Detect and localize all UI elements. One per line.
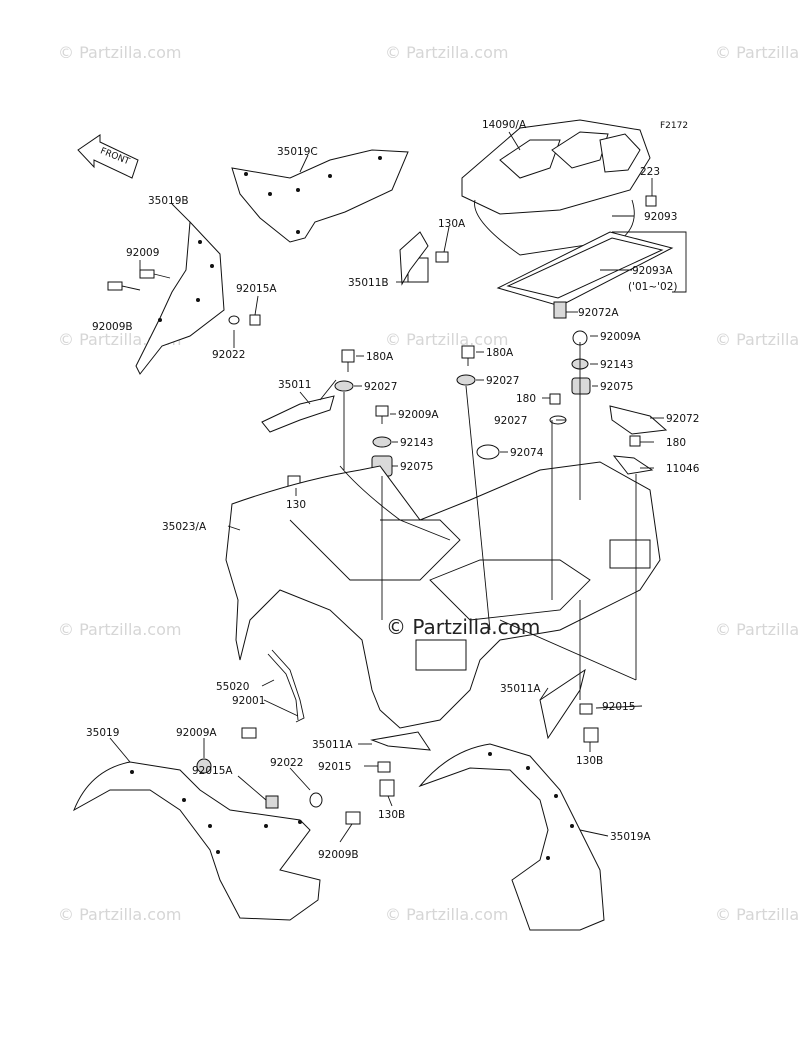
watermark-11: © Partzilla.com bbox=[715, 905, 800, 924]
label-92093a: 92093A bbox=[632, 265, 673, 277]
side-cover-35019c bbox=[231, 149, 409, 243]
label-92072a: 92072A bbox=[578, 307, 619, 319]
label-223: 223 bbox=[640, 166, 660, 178]
label-92022-bottom: 92022 bbox=[270, 757, 303, 769]
brackets bbox=[261, 231, 668, 751]
label-180a-left: 180A bbox=[366, 351, 394, 363]
label-92027-right: 92027 bbox=[494, 415, 527, 427]
label-35011a-mid: 35011A bbox=[312, 739, 353, 751]
label-92015a-bottom: 92015A bbox=[192, 765, 233, 777]
fender-extension-35019a bbox=[418, 743, 605, 931]
hardware bbox=[107, 195, 657, 825]
label-55020: 55020 bbox=[216, 681, 249, 693]
label-92027-mid: 92027 bbox=[486, 375, 519, 387]
front-arrow-icon: FRONT bbox=[77, 134, 139, 179]
label-92009a-right: 92009A bbox=[600, 331, 641, 343]
label-35019c: 35019C bbox=[277, 146, 318, 158]
label-35019a: 35019A bbox=[610, 831, 651, 843]
label-92143-right: 92143 bbox=[600, 359, 633, 371]
label-92015-mid: 92015 bbox=[318, 761, 351, 773]
diagram-code: F2172 bbox=[660, 121, 688, 131]
watermark-center: © Partzilla.com bbox=[386, 615, 540, 639]
watermark-7: © Partzilla.com bbox=[58, 620, 181, 639]
watermark-6: © Partzilla.com bbox=[715, 330, 800, 349]
label-92009b-bottom: 92009B bbox=[318, 849, 359, 861]
leader-lines bbox=[109, 131, 687, 843]
label-180-a: 180 bbox=[516, 393, 536, 405]
label-92074: 92074 bbox=[510, 447, 544, 459]
rear-storage-cover bbox=[461, 119, 674, 307]
label-35011a-right: 35011A bbox=[500, 683, 541, 695]
watermark-1: © Partzilla.com bbox=[58, 43, 181, 62]
label-92009b-top: 92009B bbox=[92, 321, 133, 333]
label-92001: 92001 bbox=[232, 695, 265, 707]
label-35011b: 35011B bbox=[348, 277, 389, 289]
label-35011: 35011 bbox=[278, 379, 311, 391]
label-92093: 92093 bbox=[644, 211, 677, 223]
part-labels: 14090/A 35019C 223 92093 35019B 130A 920… bbox=[86, 119, 700, 861]
label-35023a: 35023/A bbox=[162, 521, 207, 533]
watermark-2: © Partzilla.com bbox=[385, 43, 508, 62]
label-11046: 11046 bbox=[666, 463, 700, 475]
label-92009-top: 92009 bbox=[126, 247, 159, 259]
watermark-5: © Partzilla.com bbox=[385, 330, 508, 349]
label-92009a-bottom: 92009A bbox=[176, 727, 217, 739]
label-92009a-mid: 92009A bbox=[398, 409, 439, 421]
label-180a-mid: 180A bbox=[486, 347, 514, 359]
label-92027-left: 92027 bbox=[364, 381, 397, 393]
label-130b-mid: 130B bbox=[378, 809, 405, 821]
label-35019b: 35019B bbox=[148, 195, 189, 207]
watermark-9: © Partzilla.com bbox=[58, 905, 181, 924]
label-92072: 92072 bbox=[666, 413, 699, 425]
label-130: 130 bbox=[286, 499, 306, 511]
mudflap-55020 bbox=[267, 649, 305, 723]
rear-fender-35023a bbox=[225, 461, 661, 729]
label-92022-top: 92022 bbox=[212, 349, 245, 361]
label-92075-right: 92075 bbox=[600, 381, 633, 393]
label-92075-mid: 92075 bbox=[400, 461, 433, 473]
label-14090a: 14090/A bbox=[482, 119, 527, 131]
label-92015a-top: 92015A bbox=[236, 283, 277, 295]
watermark-3: © Partzilla.com bbox=[715, 43, 800, 62]
watermark-10: © Partzilla.com bbox=[385, 905, 508, 924]
label-92015-right: 92015 bbox=[602, 701, 635, 713]
label-92093a-years: ('01~'02) bbox=[628, 281, 678, 293]
label-130b-right: 130B bbox=[576, 755, 603, 767]
fender-extension-35019 bbox=[73, 761, 321, 921]
label-130a: 130A bbox=[438, 218, 466, 230]
bracket-35019b bbox=[135, 220, 225, 375]
label-180-b: 180 bbox=[666, 437, 686, 449]
watermarks: © Partzilla.com © Partzilla.com © Partzi… bbox=[58, 43, 800, 924]
label-92143-mid: 92143 bbox=[400, 437, 433, 449]
watermark-8: © Partzilla.com bbox=[715, 620, 800, 639]
label-35019: 35019 bbox=[86, 727, 119, 739]
